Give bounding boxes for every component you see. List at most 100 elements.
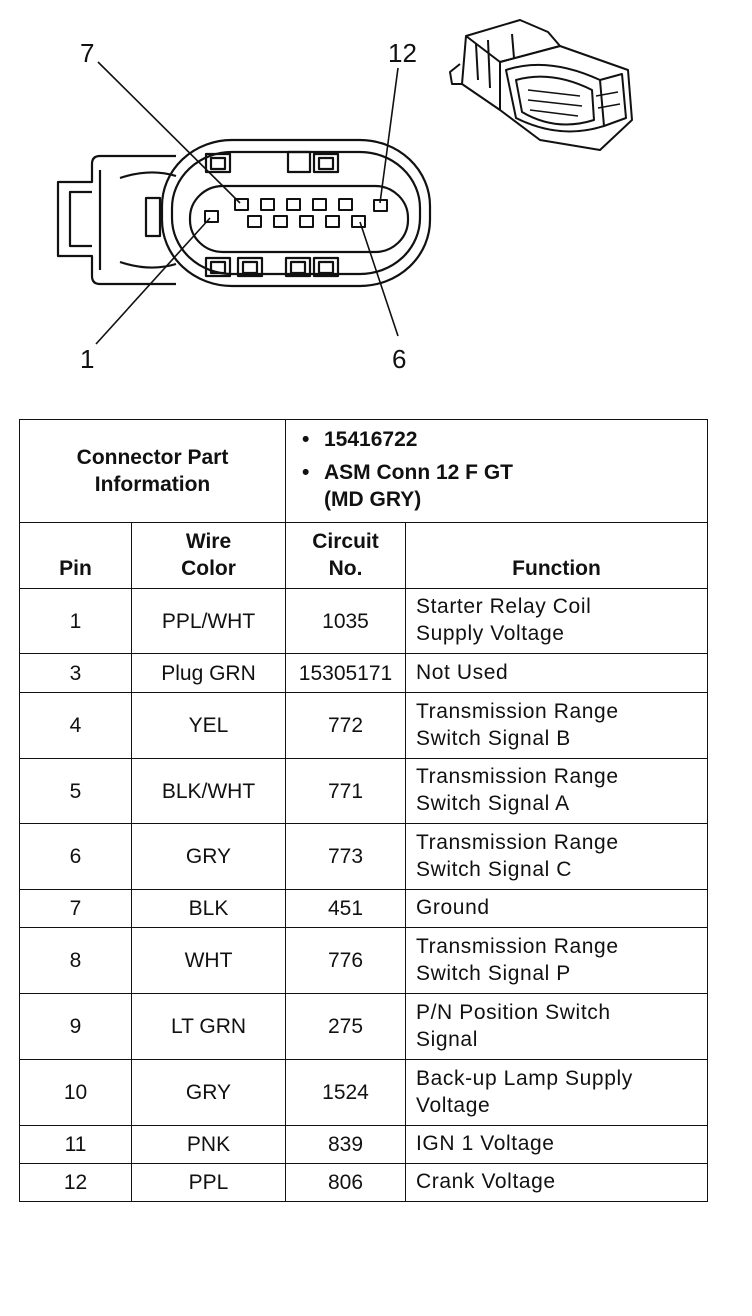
table-row: 10 GRY 1524 Back-up Lamp Supply Voltage [19,1059,708,1126]
connector-housing-inner [170,150,422,276]
function-line2: Voltage [416,1093,491,1117]
pin-cell: 9 [19,993,132,1060]
table-row: 4 YEL 772 Transmission Range Switch Sign… [19,692,708,759]
header-circuit-no: Circuit No. [285,522,406,589]
function-line1: Not Used [416,660,509,684]
top-lock-tabs [204,150,340,174]
connector-pin-table: Connector Part Information 15416722 ASM … [19,419,708,1202]
pin-cell: 7 [19,889,132,928]
function-cell: Ground [405,889,708,928]
header-pin: Pin [19,522,132,589]
function-cell: Transmission Range Switch Signal B [405,692,708,759]
pin-cell: 11 [19,1125,132,1164]
circuit-cell: 1524 [285,1059,406,1126]
header-pin-label: Pin [59,557,92,580]
callout-pin-1: 1 [80,344,94,374]
function-cell: Transmission Range Switch Signal A [405,758,708,824]
wire-color-cell: PNK [131,1125,286,1164]
pin-cell: 5 [19,758,132,824]
callout-pin-6: 6 [392,344,406,374]
header-wire-color-line1: Wire [185,530,232,553]
function-line2: Switch Signal B [416,726,571,750]
wire-color-cell: LT GRN [131,993,286,1060]
table-header-row: Pin Wire Color Circuit No. Function [19,522,708,589]
table-row: 8 WHT 776 Transmission Range Switch Sign… [19,927,708,994]
table-row: 7 BLK 451 Ground [19,889,708,928]
function-line1: P/N Position Switch [416,1000,611,1024]
function-cell: P/N Position Switch Signal [405,993,708,1060]
header-circuit-line2: No. [328,557,363,580]
function-line1: Crank Voltage [416,1170,556,1193]
function-cell: Not Used [405,653,708,693]
function-cell: Crank Voltage [405,1163,708,1202]
pin-cell: 3 [19,653,132,693]
function-line1: IGN 1 Voltage [416,1132,555,1155]
terminal-face [188,184,410,254]
function-line1: Back-up Lamp Supply [416,1066,633,1090]
connector-info-row: Connector Part Information 15416722 ASM … [19,419,708,523]
pin-cell: 6 [19,823,132,890]
circuit-cell: 776 [285,927,406,994]
bottom-lock-tabs [204,256,340,278]
function-line1: Transmission Range [416,934,619,958]
function-line1: Transmission Range [416,830,619,854]
wire-color-cell: BLK [131,889,286,928]
connector-diagram: 7 12 1 6 [56,19,633,374]
pin-cell: 8 [19,927,132,994]
table-row: 9 LT GRN 275 P/N Position Switch Signal [19,993,708,1060]
circuit-cell: 771 [285,758,406,824]
function-cell: Back-up Lamp Supply Voltage [405,1059,708,1126]
wire-color-cell: YEL [131,692,286,759]
function-line1: Starter Relay Coil [416,595,592,618]
connector-latch [56,154,177,286]
circuit-cell: 839 [285,1125,406,1164]
function-line1: Transmission Range [416,699,619,723]
circuit-cell: 1035 [285,588,406,654]
function-cell: Transmission Range Switch Signal C [405,823,708,890]
circuit-cell: 451 [285,889,406,928]
function-line2: Switch Signal A [416,792,570,815]
wire-color-cell: BLK/WHT [131,758,286,824]
connector-housing [160,138,432,288]
wire-color-cell: PPL/WHT [131,588,286,654]
function-line1: Ground [416,896,490,919]
table-row: 11 PNK 839 IGN 1 Voltage [19,1125,708,1164]
callout-leaders [95,61,399,345]
circuit-cell: 772 [285,692,406,759]
connector-description-line2: (MD GRY) [324,488,422,511]
pin-cell: 4 [19,692,132,759]
function-line2: Supply Voltage [416,622,565,645]
header-circuit-line1: Circuit [312,530,379,553]
function-line2: Switch Signal C [416,857,573,881]
function-cell: Starter Relay Coil Supply Voltage [405,588,708,654]
table-row: 12 PPL 806 Crank Voltage [19,1163,708,1202]
connector-part-info-label: Connector Part Information [19,419,286,523]
function-cell: Transmission Range Switch Signal P [405,927,708,994]
connector-perspective-view [449,19,633,151]
table-row: 6 GRY 773 Transmission Range Switch Sign… [19,823,708,890]
connector-description: ASM Conn 12 F GT (MD GRY) [302,459,707,513]
header-function: Function [405,522,708,589]
wire-color-cell: WHT [131,927,286,994]
wire-color-cell: GRY [131,823,286,890]
header-wire-color-line2: Color [181,557,236,580]
circuit-cell: 806 [285,1163,406,1202]
callout-pin-12: 12 [388,38,417,68]
function-line1: Transmission Range [416,765,619,788]
connector-description-line1: ASM Conn 12 F GT [324,461,513,484]
table-row: 5 BLK/WHT 771 Transmission Range Switch … [19,758,708,824]
table-row: 3 Plug GRN 15305171 Not Used [19,653,708,693]
wire-color-cell: Plug GRN [131,653,286,693]
connector-part-info-values: 15416722 ASM Conn 12 F GT (MD GRY) [285,419,708,523]
pin-cell: 1 [19,588,132,654]
wire-color-cell: PPL [131,1163,286,1202]
wire-color-cell: GRY [131,1059,286,1126]
function-cell: IGN 1 Voltage [405,1125,708,1164]
pin-cell: 12 [19,1163,132,1202]
circuit-cell: 15305171 [285,653,406,693]
callout-pin-7: 7 [80,38,94,68]
header-function-label: Function [512,557,601,580]
connector-part-info-line1: Connector Part [76,446,229,469]
table-row: 1 PPL/WHT 1035 Starter Relay Coil Supply… [19,588,708,654]
header-wire-color: Wire Color [131,522,286,589]
